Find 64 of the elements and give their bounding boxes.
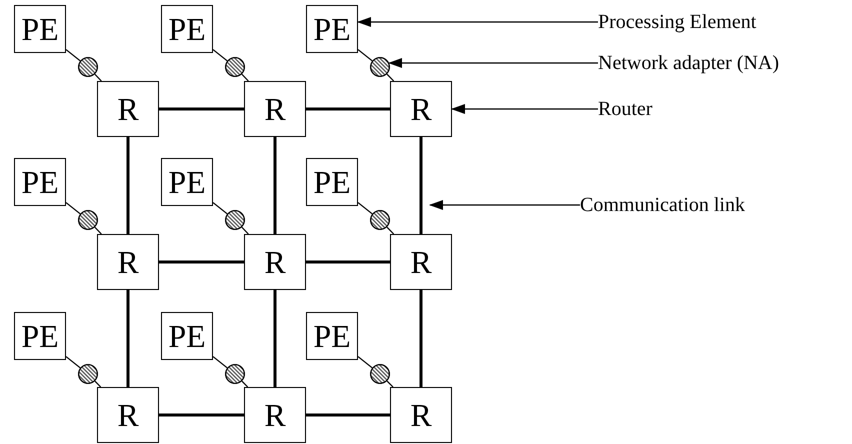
- communication-link: [159, 108, 244, 110]
- connector-line: [241, 74, 249, 82]
- connector-line: [94, 226, 102, 234]
- router-box: R: [390, 234, 452, 290]
- router-box: R: [97, 81, 159, 137]
- communication-link: [159, 414, 244, 416]
- callout-label: Network adapter (NA): [598, 51, 838, 75]
- processing-element-box: PE: [161, 158, 213, 206]
- communication-link: [126, 290, 130, 387]
- processing-element-box: PE: [161, 312, 213, 360]
- communication-link: [126, 137, 130, 234]
- communication-link: [306, 108, 390, 110]
- processing-element-box: PE: [161, 5, 213, 53]
- callout-label: Communication link: [580, 193, 820, 217]
- leader-line: [429, 200, 580, 210]
- communication-link: [306, 260, 390, 264]
- connector-line: [212, 49, 228, 62]
- router-box: R: [244, 387, 306, 443]
- connector-line: [66, 49, 81, 62]
- leader-line: [451, 104, 598, 114]
- connector-line: [358, 202, 373, 214]
- connector-line: [66, 356, 81, 368]
- communication-link: [306, 414, 390, 416]
- callout-label: Processing Element: [598, 10, 838, 34]
- router-box: R: [97, 387, 159, 443]
- communication-link: [420, 137, 422, 234]
- network-adapter-circle: [78, 364, 98, 384]
- router-box: R: [244, 234, 306, 290]
- connector-line: [94, 74, 102, 82]
- processing-element-box: PE: [14, 312, 66, 360]
- processing-element-box: PE: [14, 158, 66, 206]
- network-adapter-circle: [225, 57, 245, 77]
- router-box: R: [97, 234, 159, 290]
- network-adapter-circle: [370, 210, 390, 230]
- connector-line: [242, 380, 248, 388]
- communication-link: [274, 290, 276, 387]
- communication-link: [159, 260, 244, 264]
- processing-element-box: PE: [306, 312, 358, 360]
- connector-line: [66, 202, 81, 214]
- communication-link: [420, 290, 422, 387]
- communication-link: [274, 137, 276, 234]
- connector-line: [212, 356, 228, 368]
- callout-label: Router: [598, 97, 838, 121]
- network-adapter-circle: [225, 364, 245, 384]
- network-adapter-circle: [225, 210, 245, 230]
- network-adapter-circle: [370, 57, 390, 77]
- router-box: R: [244, 81, 306, 137]
- connector-line: [212, 202, 228, 214]
- network-adapter-circle: [78, 57, 98, 77]
- processing-element-box: PE: [14, 5, 66, 53]
- network-adapter-circle: [370, 364, 390, 384]
- connector-line: [241, 226, 249, 234]
- connector-line: [94, 380, 102, 388]
- leader-line: [357, 17, 598, 27]
- router-box: R: [390, 81, 452, 137]
- network-adapter-circle: [78, 210, 98, 230]
- leader-line: [388, 58, 598, 68]
- processing-element-box: PE: [306, 158, 358, 206]
- connector-line: [386, 226, 394, 234]
- connector-line: [358, 356, 373, 368]
- processing-element-box: PE: [306, 5, 358, 53]
- router-box: R: [390, 387, 452, 443]
- connector-line: [386, 74, 394, 82]
- connector-line: [358, 49, 373, 62]
